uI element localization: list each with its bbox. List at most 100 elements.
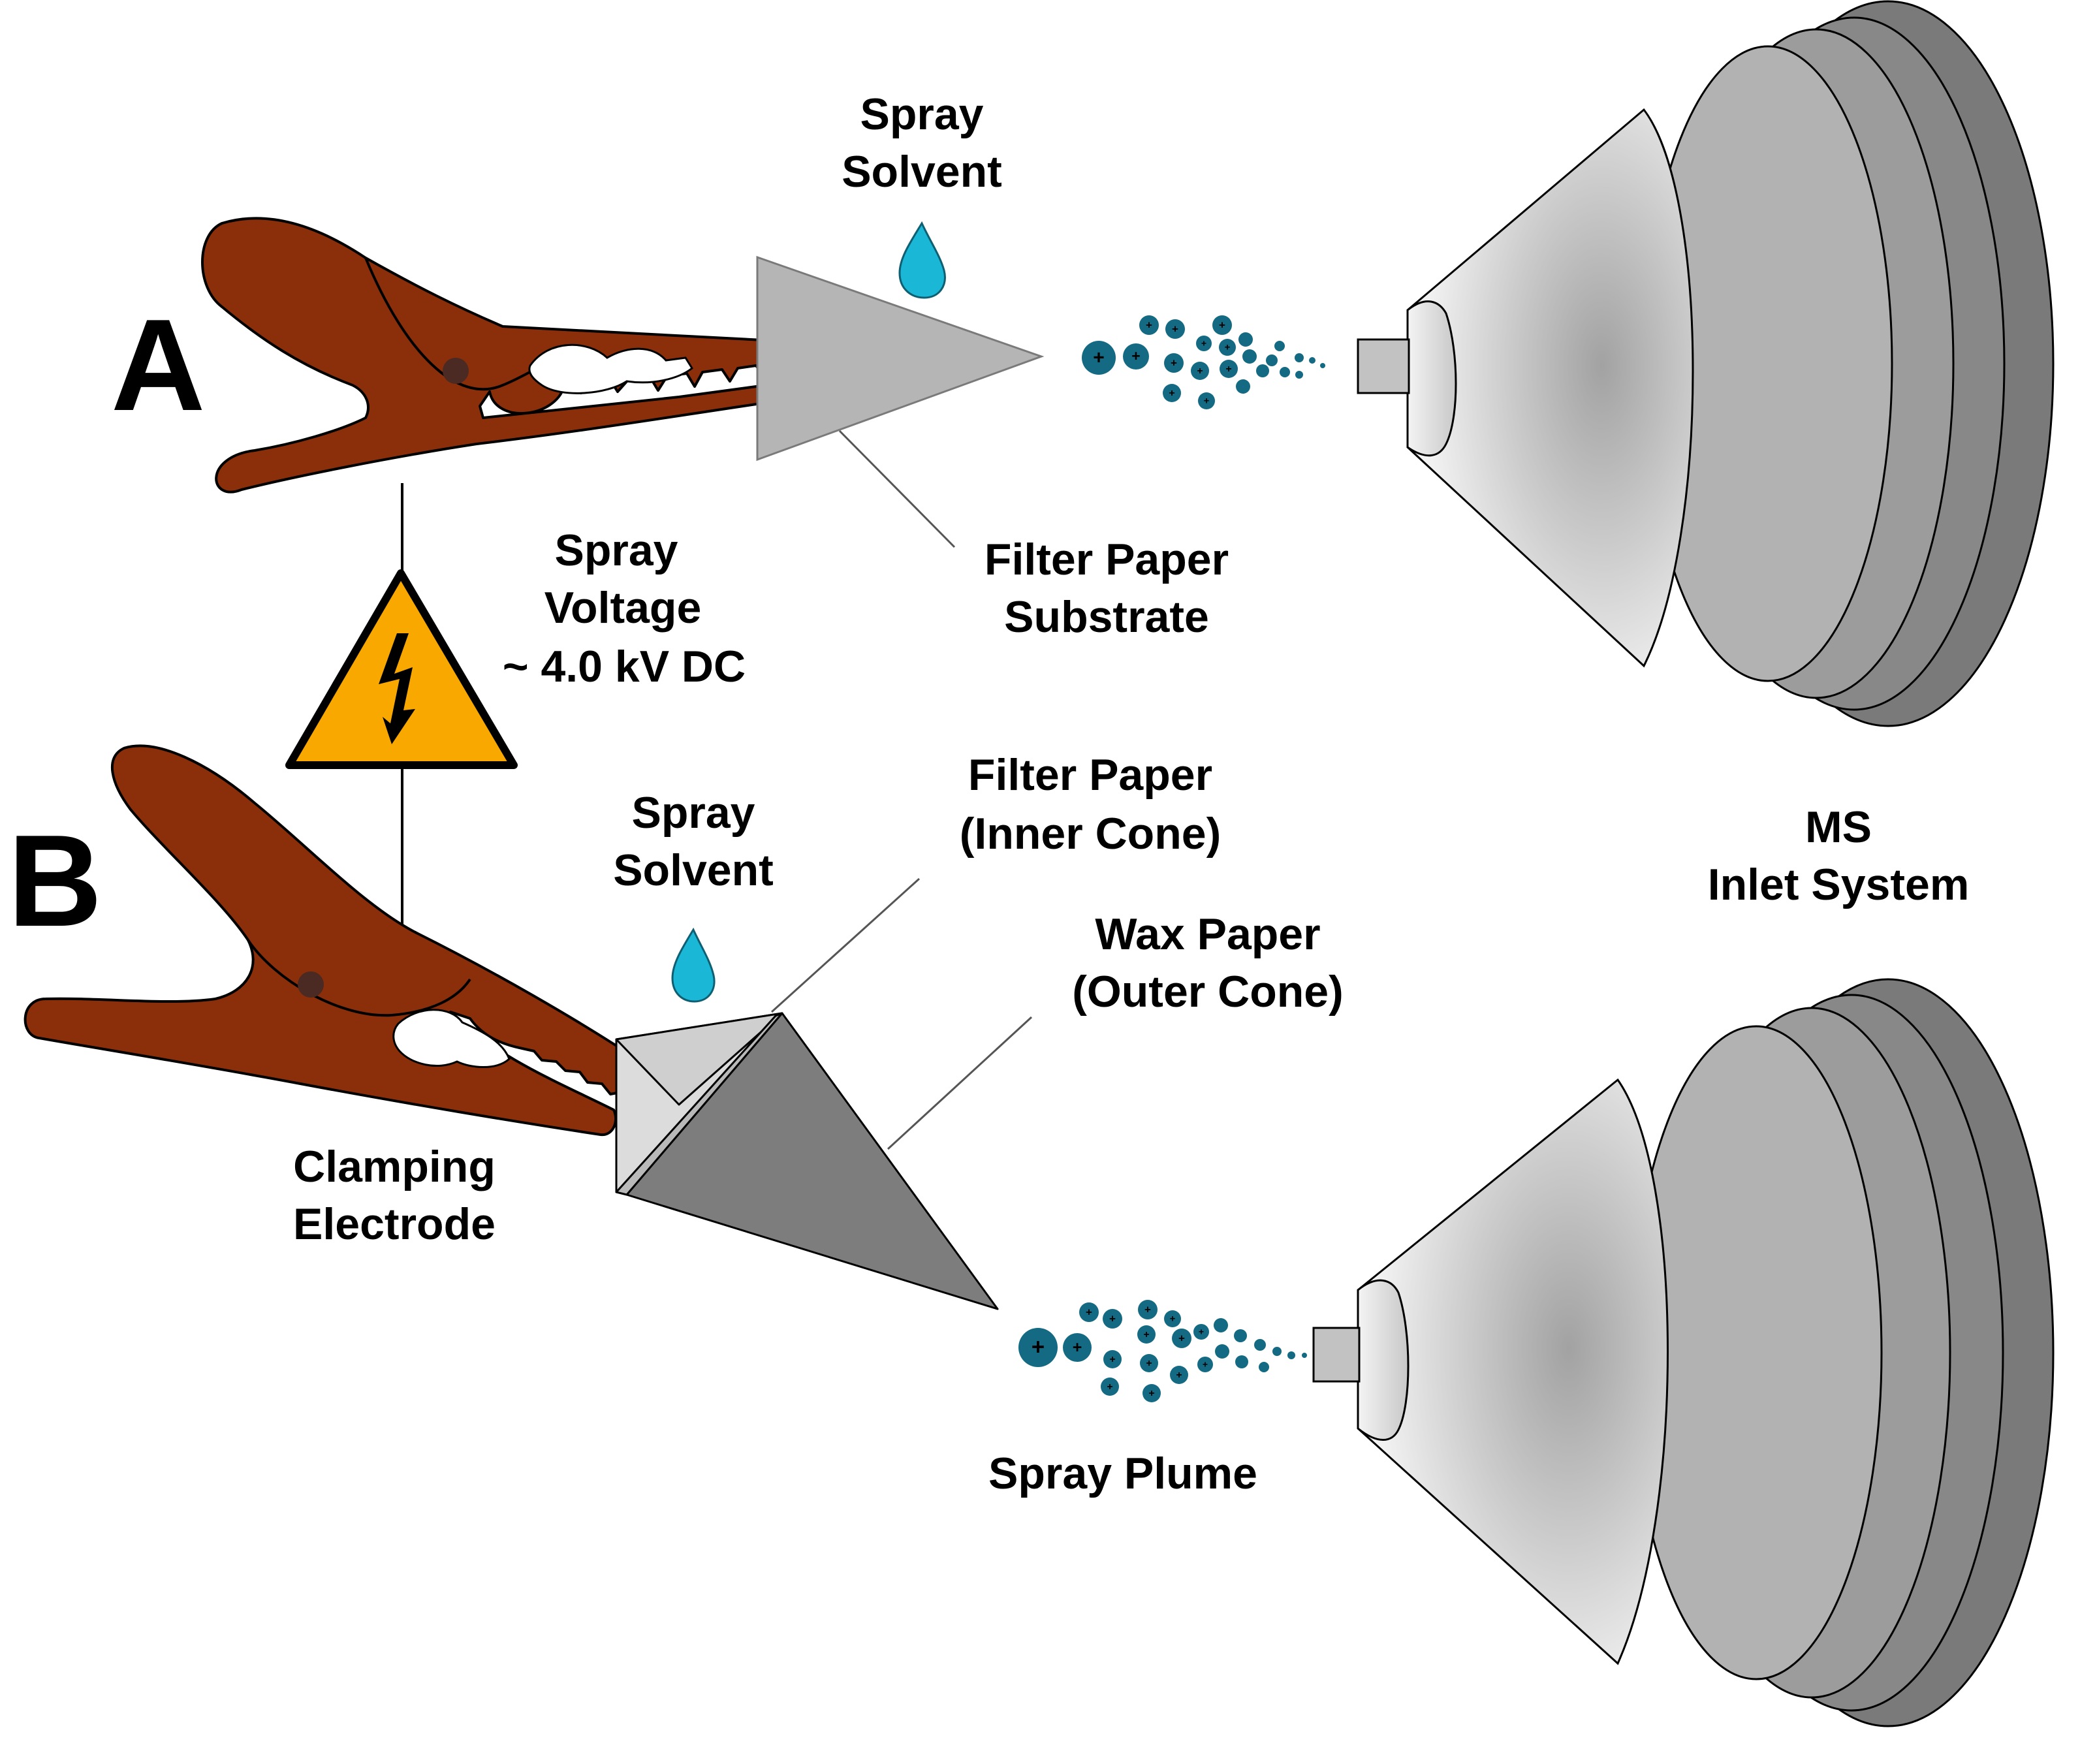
charged-droplet	[1103, 1350, 1122, 1368]
charged-droplet	[1123, 343, 1149, 370]
charged-droplet	[1254, 1339, 1266, 1351]
droplet-charge-sign: +	[1109, 1354, 1115, 1365]
droplet-charge-sign: +	[1171, 356, 1177, 369]
panel-label-b: B	[8, 808, 102, 954]
ms-inlet-b	[1312, 978, 2055, 1727]
charged-droplet	[1103, 1309, 1122, 1329]
charged-droplet	[1274, 341, 1285, 351]
ms-cone-a	[1406, 108, 1694, 668]
charged-droplet	[1302, 1353, 1307, 1358]
label-line: Voltage	[544, 583, 702, 633]
droplet-charge-sign: +	[1204, 396, 1210, 407]
ms-cone-rim-b	[1357, 1279, 1410, 1441]
droplet-charge-sign: +	[1131, 347, 1140, 364]
clip-jaw-a	[201, 217, 813, 494]
droplet-charge-sign: +	[1146, 1358, 1152, 1369]
clip-jaw-b	[24, 744, 669, 1137]
paper-cone-b	[615, 1012, 999, 1310]
droplet-charge-sign: +	[1176, 1370, 1182, 1381]
charged-droplet	[1197, 1357, 1213, 1372]
label-line: (Inner Cone)	[960, 809, 1221, 858]
charged-droplet	[1309, 357, 1316, 364]
charged-droplet	[1235, 1355, 1248, 1368]
label-filter-paper-inner-cone: Filter Paper (Inner Cone)	[960, 750, 1221, 858]
leader-outer-cone	[887, 1016, 1033, 1150]
label-line: (Outer Cone)	[1072, 967, 1344, 1016]
label-line: Filter Paper	[985, 535, 1229, 584]
droplet-charge-sign: +	[1219, 319, 1225, 331]
charged-droplet	[1272, 1347, 1282, 1356]
clamping-electrode-b	[24, 744, 669, 1137]
label-line: ~ 4.0 kV DC	[503, 642, 746, 691]
charged-droplet	[1234, 1329, 1247, 1342]
charged-droplet	[1063, 1333, 1092, 1362]
filter-paper-substrate-a	[756, 255, 1045, 462]
clip-jaw-seam-b	[247, 939, 471, 1017]
charged-droplet	[1280, 367, 1290, 377]
charged-droplet	[1018, 1328, 1058, 1367]
droplet-charge-sign: +	[1203, 1359, 1208, 1369]
charged-droplet	[1165, 319, 1185, 339]
charged-droplet	[1139, 315, 1159, 335]
droplet-charge-sign: +	[1073, 1338, 1082, 1357]
label-line: Spray	[860, 89, 984, 139]
ms-cone-b	[1357, 1078, 1669, 1665]
charged-droplet	[1079, 1302, 1099, 1322]
charged-droplet	[1214, 1318, 1228, 1332]
droplet-charge-sign: +	[1201, 338, 1206, 348]
charged-droplet	[1193, 1324, 1209, 1340]
charged-droplet	[1287, 1351, 1295, 1359]
charged-droplet	[1295, 353, 1304, 362]
label-line: Wax Paper	[1095, 909, 1320, 959]
lightning-bolt-icon	[379, 633, 415, 744]
ms-inlet-a	[1357, 0, 2055, 727]
cone-edge-highlight	[615, 1012, 783, 1196]
droplet-charge-sign: +	[1199, 1326, 1204, 1336]
ms-cone-rim-a	[1406, 300, 1457, 457]
label-line: Filter Paper	[968, 750, 1212, 800]
droplet-charge-sign: +	[1086, 1306, 1092, 1318]
label-spray-voltage: Spray Voltage ~ 4.0 kV DC	[503, 526, 746, 691]
leader-inner-cone	[770, 877, 921, 1013]
droplet-charge-sign: +	[1197, 366, 1203, 377]
droplet-charge-sign: +	[1170, 1314, 1176, 1325]
label-line: Solvent	[842, 147, 1002, 197]
leader-filter-paper-a	[838, 430, 956, 548]
clip-pivot-b	[298, 971, 324, 998]
charged-droplet	[1164, 1310, 1181, 1327]
charged-droplet	[1138, 1300, 1158, 1319]
droplet-charge-sign: +	[1144, 1303, 1151, 1315]
droplet-charge-sign: +	[1093, 347, 1105, 368]
clip-mouth-a	[528, 343, 693, 394]
charged-droplet	[1140, 1354, 1158, 1372]
droplet-charge-sign: +	[1172, 323, 1178, 335]
solvent-drop-a	[898, 221, 946, 299]
charged-droplet	[1196, 336, 1212, 351]
charged-droplet	[1242, 349, 1257, 364]
label-line: MS	[1805, 802, 1872, 852]
charged-droplet	[1219, 339, 1236, 356]
panel-label-a: A	[111, 292, 205, 438]
charged-droplet	[1256, 364, 1269, 377]
charged-droplet	[1220, 360, 1238, 378]
droplet-charge-sign: +	[1169, 388, 1174, 399]
solvent-drop-b	[671, 927, 716, 1003]
label-line: Substrate	[1004, 592, 1209, 642]
ms-inlet-tube-b	[1312, 1327, 1361, 1383]
charged-droplet	[1170, 1366, 1188, 1384]
charged-droplet	[1266, 354, 1278, 366]
charged-droplet	[1236, 379, 1250, 394]
filter-paper-inner-face	[615, 1012, 783, 1106]
charged-droplet	[1137, 1325, 1156, 1344]
label-spray-solvent-a: Spray Solvent	[842, 89, 1002, 197]
spray-plume-b: +++++++++++++++	[1018, 1300, 1307, 1402]
charged-droplet	[1259, 1362, 1269, 1372]
label-line: Electrode	[293, 1199, 496, 1249]
label-line: Solvent	[613, 845, 774, 895]
ms-inlet-tube-a	[1357, 338, 1410, 394]
charged-droplet	[1198, 392, 1215, 409]
charged-droplet	[1082, 341, 1116, 375]
charged-droplet	[1238, 332, 1253, 347]
label-line: Clamping	[293, 1142, 496, 1191]
